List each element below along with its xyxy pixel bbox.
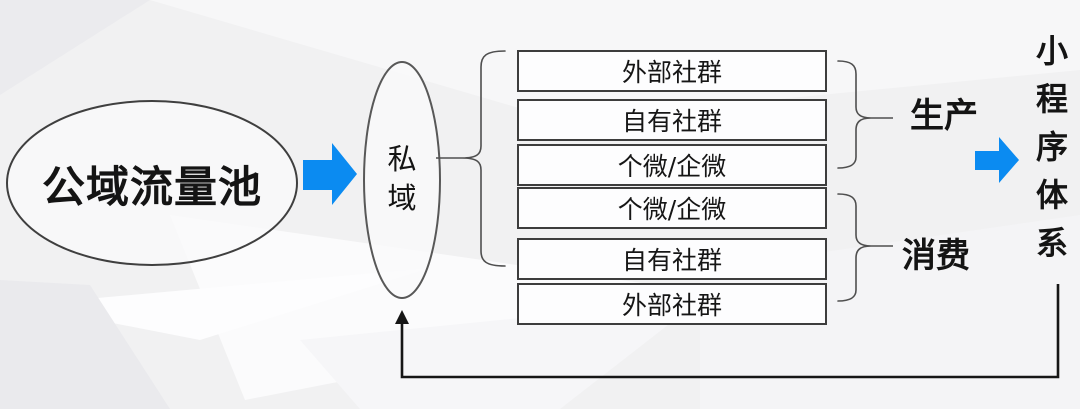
channel-box-label: 个微/企微: [617, 195, 727, 224]
left-brace: [461, 50, 506, 267]
channel-box-label: 外部社群: [621, 291, 722, 320]
bg-facet: [300, 300, 700, 409]
channel-box-label: 个微/企微: [617, 152, 727, 181]
private-domain-char: 域: [387, 181, 417, 215]
miniprogram-char: 序: [1035, 128, 1068, 166]
channel-box-own-community-top: 自有社群: [517, 99, 827, 141]
channel-box-wechat-top: 个微/企微: [517, 144, 827, 186]
production-group-label: 生产: [910, 95, 978, 136]
arrow-right-icon: [975, 137, 1019, 183]
channel-box-label: 自有社群: [621, 107, 722, 136]
public-pool-ellipse: [6, 100, 298, 266]
private-domain-char: 私: [387, 142, 417, 176]
bg-facet: [20, 268, 430, 340]
miniprogram-char: 系: [1035, 224, 1068, 262]
miniprogram-char: 程: [1035, 80, 1068, 118]
miniprogram-system-label: 小 程 序 体 系: [1030, 27, 1074, 267]
feedback-arrowhead-icon: [395, 310, 409, 324]
channel-box-own-community-bottom: 自有社群: [517, 238, 827, 280]
channel-box-wechat-bottom: 个微/企微: [517, 187, 827, 229]
bg-facet: [0, 280, 170, 409]
consumption-brace: [837, 193, 872, 302]
miniprogram-char: 体: [1035, 176, 1068, 214]
channel-box-external-community-bottom: 外部社群: [517, 283, 827, 325]
private-domain-ellipse: [363, 61, 441, 299]
channel-box-external-community-top: 外部社群: [517, 50, 827, 92]
miniprogram-char: 小: [1035, 32, 1068, 70]
public-pool-label: 公域流量池: [42, 163, 262, 213]
consumption-group-label: 消费: [902, 235, 970, 276]
arrow-right-icon: [303, 143, 357, 205]
production-brace: [837, 60, 872, 169]
channel-box-label: 外部社群: [621, 58, 722, 87]
private-domain-label: 私 域: [381, 140, 423, 218]
feedback-loop-line: [400, 284, 1060, 379]
channel-box-label: 自有社群: [621, 246, 722, 275]
bg-facet: [0, 0, 150, 95]
